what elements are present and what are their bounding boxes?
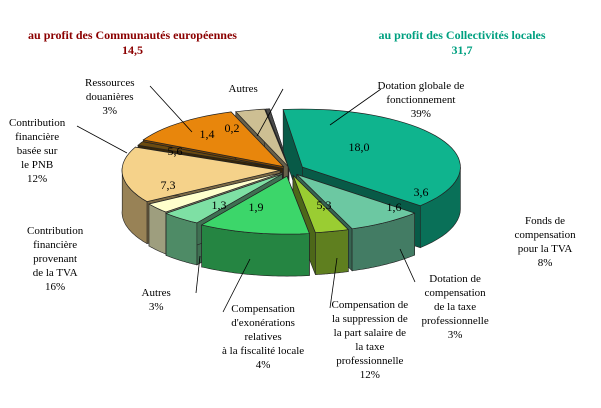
slice-label-line: financière — [33, 239, 78, 251]
leader-line — [149, 85, 193, 133]
pie-slice-top — [296, 174, 416, 230]
slice-label-line: professionnelle — [421, 315, 489, 327]
slice-category-label: Dotation globale de fonctionnement 39% — [378, 79, 465, 121]
slice-label-line: Autres — [141, 287, 171, 299]
leader-line — [329, 88, 382, 126]
slice-category-label: Compensation d'exonérations relatives à la … — [222, 302, 304, 372]
slice-label-line: pour la TVA — [517, 243, 573, 255]
header-communautes: au profit des Communautés européennes 14… — [20, 28, 245, 58]
leader-line — [195, 255, 201, 294]
pie-slice-top — [142, 111, 285, 168]
slice-percent: 8% — [537, 257, 553, 269]
slice-value-label: 7,3 — [161, 178, 176, 192]
slice-label-line: de la TVA — [32, 267, 78, 279]
slice-percent: 3% — [447, 329, 463, 341]
slice-label-line: Fonds de — [525, 215, 566, 227]
slice-label-line: de la taxe — [434, 301, 477, 313]
pie-slice-top — [292, 174, 350, 233]
slice-label-line: la taxe — [355, 341, 385, 353]
slice-label-line: Ressources — [85, 77, 135, 89]
pie-slice — [200, 175, 310, 277]
leader-line — [76, 125, 128, 154]
slice-percent: 4% — [255, 359, 271, 371]
header-communautes-total: 14,5 — [122, 43, 143, 57]
slice-label-line: à la fiscalité locale — [222, 345, 305, 357]
slice-percent: 12% — [27, 173, 48, 185]
pie-slice-top — [148, 172, 283, 213]
header-collectivites-title: au profit des Collectivités locales — [378, 28, 546, 42]
slice-percent: 12% — [359, 369, 380, 381]
slice-value-label: 0,2 — [225, 121, 240, 135]
slice-label-line: compensation — [424, 287, 486, 299]
slice-label-line: d'exonérations — [231, 317, 295, 329]
slice-value-label: 18,0 — [349, 140, 370, 154]
pie-slice-top — [121, 146, 281, 202]
slice-percent: 16% — [45, 281, 66, 293]
slice-category-label: Compensation de la suppression de la part … — [332, 298, 409, 382]
slice-label-line: fonctionnement — [386, 94, 456, 106]
slice-percent: 3% — [102, 105, 118, 117]
pie-slice-top — [165, 173, 283, 224]
slice-label-line: compensation — [514, 229, 576, 241]
slice-label-line: Contribution — [27, 225, 84, 237]
slice-value-label: 5,6 — [168, 144, 183, 158]
slice-value-label: 1,6 — [387, 200, 402, 214]
slice-label-line: douanières — [85, 91, 134, 103]
pie-slice-top — [282, 108, 461, 207]
pie-slice-side — [148, 203, 167, 255]
slice-label-line: Autres — [228, 83, 258, 95]
slice-category-label: Contribution financière basée sur le PNB 12% — [9, 116, 65, 186]
slice-percent: 3% — [148, 301, 164, 313]
leader-line — [329, 257, 338, 309]
leader-line — [222, 258, 251, 313]
slice-label-line: financière — [15, 131, 60, 143]
pie-slice — [292, 174, 350, 275]
slice-label-line: la suppression de — [331, 313, 408, 325]
slice-label-line: Dotation de — [429, 273, 481, 285]
slice-label-line: Contribution — [9, 117, 66, 129]
slice-category-label: Autres — [229, 82, 258, 96]
slice-percent: 39% — [410, 108, 431, 120]
pie-slice-top — [200, 175, 310, 235]
slice-category-label: Autres 3% — [142, 286, 171, 314]
slice-value-label: 1,4 — [200, 127, 215, 141]
pie-slice-top — [235, 108, 289, 167]
slice-label-line: Compensation de — [331, 299, 409, 311]
slice-category-label: Contribution financière provenant de la TVA… — [27, 224, 83, 294]
slice-category-label: Ressources douanières 3% — [85, 76, 135, 118]
slice-label-line: provenant — [33, 253, 78, 265]
pie-slice-top — [137, 141, 283, 169]
header-collectivites: au profit des Collectivités locales 31,7 — [362, 28, 562, 58]
header-collectivites-total: 31,7 — [451, 43, 473, 57]
slice-label-line: Compensation — [231, 303, 295, 315]
slice-label-line: Dotation globale de — [377, 80, 465, 92]
slice-category-label: Fonds de compensation pour la TVA 8% — [515, 214, 576, 270]
leader-line — [399, 248, 416, 283]
slice-value-label: 5,3 — [317, 198, 332, 212]
leader-line — [256, 88, 284, 137]
header-communautes-title: au profit des Communautés européennes — [28, 28, 237, 42]
pie-slice-side — [315, 229, 349, 275]
slice-value-label: 1,3 — [212, 198, 227, 212]
slice-value-label: 1,9 — [249, 200, 264, 214]
slice-label-line: le PNB — [21, 159, 54, 171]
slice-value-label: 3,6 — [414, 185, 429, 199]
slice-label-line: basée sur — [16, 145, 58, 157]
slice-label-line: la part salaire de — [333, 327, 407, 339]
slice-category-label: Dotation de compensation de la taxe profess… — [422, 272, 489, 342]
slice-label-line: professionnelle — [336, 355, 404, 367]
slice-label-line: relatives — [244, 331, 282, 343]
